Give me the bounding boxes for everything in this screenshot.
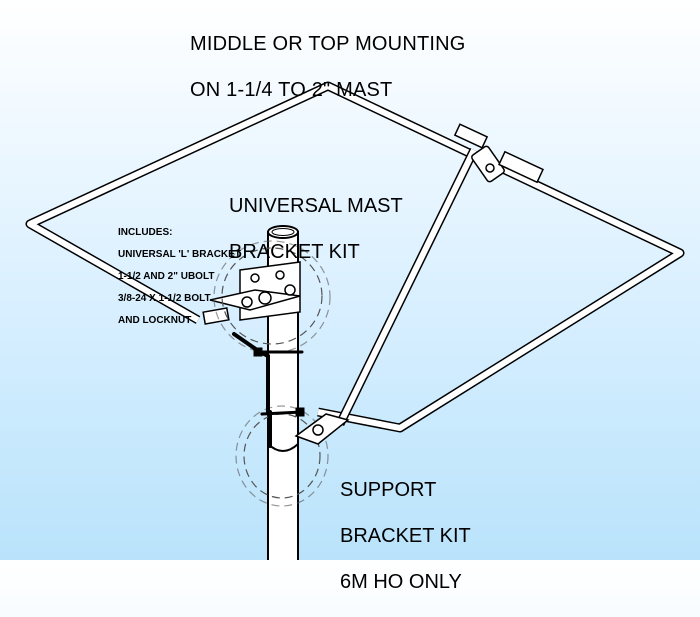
mounting-title-line1: MIDDLE OR TOP MOUNTING	[190, 33, 466, 55]
support-rod-hardware	[232, 332, 305, 448]
mast-bracket-kit-line2: BRACKET KIT	[229, 241, 360, 263]
includes-item: AND LOCKNUT	[118, 315, 192, 326]
includes-item: 1-1/2 AND 2" UBOLT	[118, 271, 215, 282]
mast-bracket-kit-line1: UNIVERSAL MAST	[229, 195, 403, 217]
antenna-mount-diagram	[25, 81, 685, 560]
support-kit-line2: BRACKET KIT	[340, 525, 471, 547]
support-bracket-kit-label: SUPPORT BRACKET KIT 6M HO ONLY	[340, 456, 471, 617]
includes-item: 3/8-24 X 1-1/2 BOLT	[118, 293, 211, 304]
loop-joint-clamp	[453, 123, 544, 184]
universal-l-bracket	[202, 261, 301, 325]
mast-bracket-kit-label: UNIVERSAL MAST BRACKET KIT	[229, 172, 403, 287]
mounting-title-line2: ON 1-1/4 TO 2" MAST	[190, 79, 393, 101]
support-kit-line3: 6M HO ONLY	[340, 571, 462, 593]
includes-item: UNIVERSAL 'L' BRACKET	[118, 249, 241, 260]
includes-list: INCLUDES: UNIVERSAL 'L' BRACKET 1-1/2 AN…	[118, 216, 241, 337]
support-kit-line1: SUPPORT	[340, 479, 437, 501]
mounting-title: MIDDLE OR TOP MOUNTING ON 1-1/4 TO 2" MA…	[190, 10, 466, 125]
support-strut	[335, 148, 479, 426]
includes-header: INCLUDES:	[118, 227, 173, 238]
